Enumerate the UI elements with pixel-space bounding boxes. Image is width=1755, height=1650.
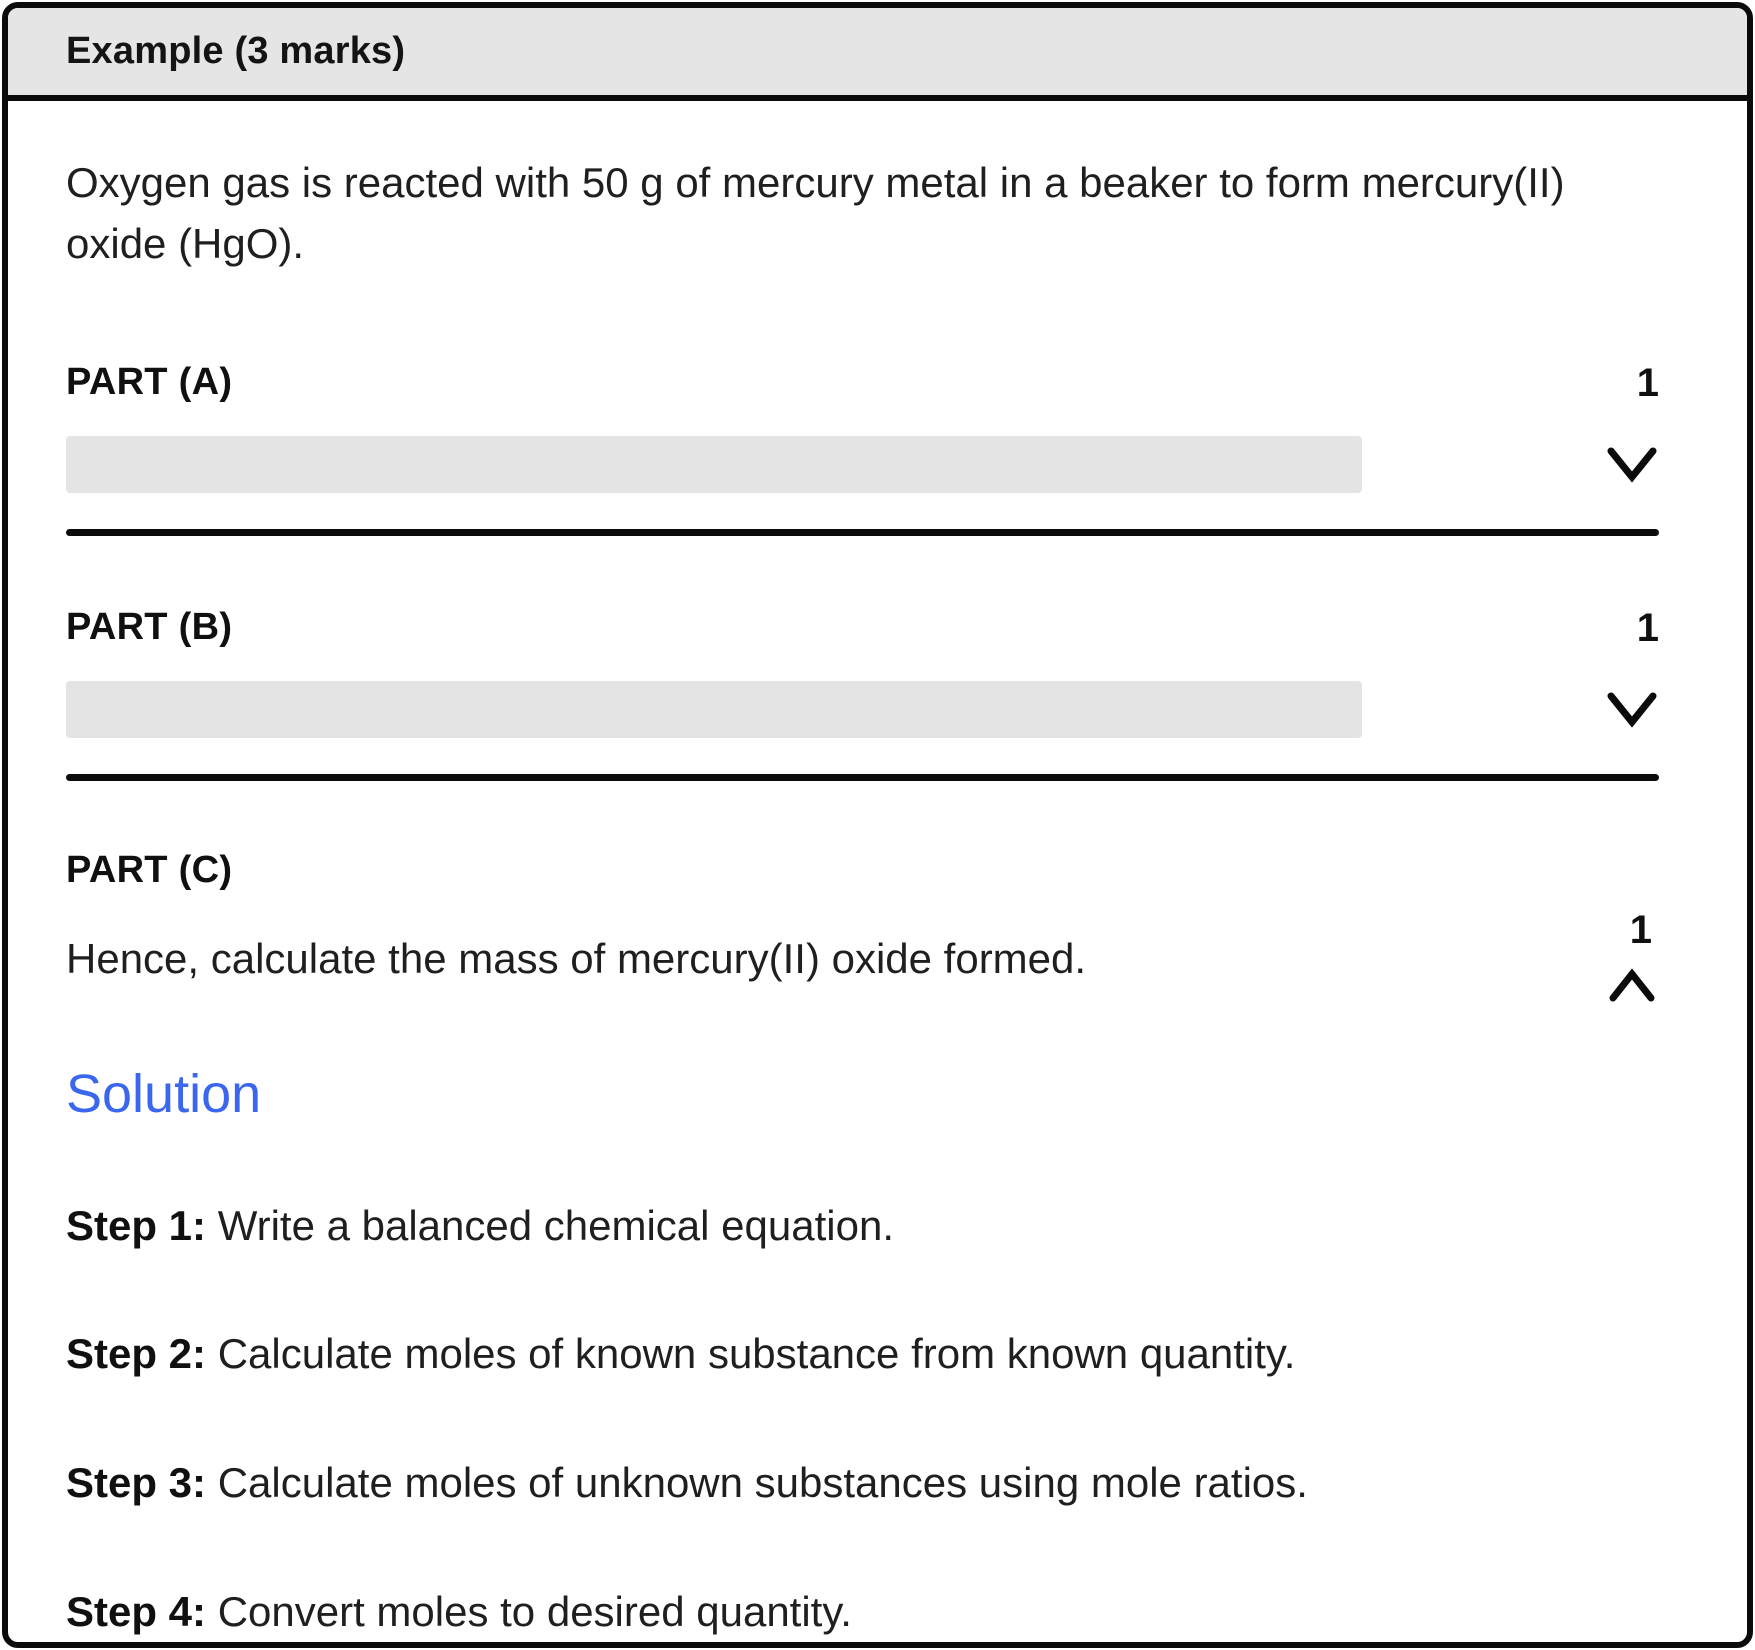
part-c-label: PART (C) — [66, 848, 233, 891]
example-card-header: Example (3 marks) — [8, 8, 1747, 101]
part-a-divider — [66, 528, 1659, 536]
question-text: Oxygen gas is reacted with 50 g of mercu… — [66, 159, 1565, 267]
part-b-collapsed-row — [66, 680, 1659, 738]
part-c-section: PART (C) Hence, calculate the mass of me… — [66, 849, 1659, 1639]
step-2-text: Calculate moles of known substance from … — [217, 1330, 1296, 1378]
solution-heading: Solution — [66, 1063, 262, 1124]
step-2-label: Step 2: — [66, 1330, 207, 1378]
part-a-expand-button[interactable] — [1605, 442, 1659, 486]
part-c-collapse-button[interactable] — [1607, 967, 1657, 1005]
part-a-collapsed-row — [66, 435, 1659, 493]
part-c-marks: 1 — [1629, 907, 1652, 952]
part-c-header[interactable]: PART (C) — [66, 849, 1659, 892]
part-b-section: PART (B) 1 — [66, 606, 1659, 781]
part-b-marks: 1 — [1636, 605, 1659, 650]
part-b-skeleton-bar — [66, 680, 1362, 738]
example-card-body: Oxygen gas is reacted with 50 g of mercu… — [8, 101, 1747, 1642]
example-title: Example (3 marks) — [66, 30, 406, 72]
step-3-text: Calculate moles of unknown substances us… — [217, 1458, 1308, 1506]
part-a-header[interactable]: PART (A) 1 — [66, 361, 1659, 406]
solution-step-2: Step 2: Calculate moles of known substan… — [66, 1327, 1659, 1382]
part-a-label: PART (A) — [66, 360, 233, 403]
chevron-down-icon[interactable] — [1605, 442, 1659, 486]
solution-step-1: Step 1: Write a balanced chemical equati… — [66, 1199, 1659, 1254]
chevron-up-icon[interactable] — [1607, 967, 1657, 1005]
part-b-header[interactable]: PART (B) 1 — [66, 606, 1659, 651]
solution-step-3: Step 3: Calculate moles of unknown subst… — [66, 1456, 1659, 1511]
solution-step-4: Step 4: Convert moles to desired quantit… — [66, 1585, 1659, 1640]
part-a-section: PART (A) 1 — [66, 361, 1659, 536]
step-3-label: Step 3: — [66, 1458, 207, 1506]
step-1-text: Write a balanced chemical equation. — [217, 1201, 894, 1249]
solution-steps: Step 1: Write a balanced chemical equati… — [66, 1199, 1659, 1639]
part-b-expand-button[interactable] — [1605, 687, 1659, 731]
part-a-marks: 1 — [1636, 360, 1659, 405]
chevron-down-icon[interactable] — [1605, 687, 1659, 731]
step-4-text: Convert moles to desired quantity. — [217, 1587, 852, 1635]
part-c-marks-column: 1 — [1607, 908, 1659, 1005]
part-a-skeleton-bar — [66, 435, 1362, 493]
part-b-divider — [66, 773, 1659, 781]
part-c-expanded-row: Hence, calculate the mass of mercury(II)… — [66, 908, 1659, 1005]
part-b-label: PART (B) — [66, 605, 233, 648]
part-c-question: Hence, calculate the mass of mercury(II)… — [66, 934, 1087, 982]
step-4-label: Step 4: — [66, 1587, 207, 1635]
step-1-label: Step 1: — [66, 1201, 207, 1249]
